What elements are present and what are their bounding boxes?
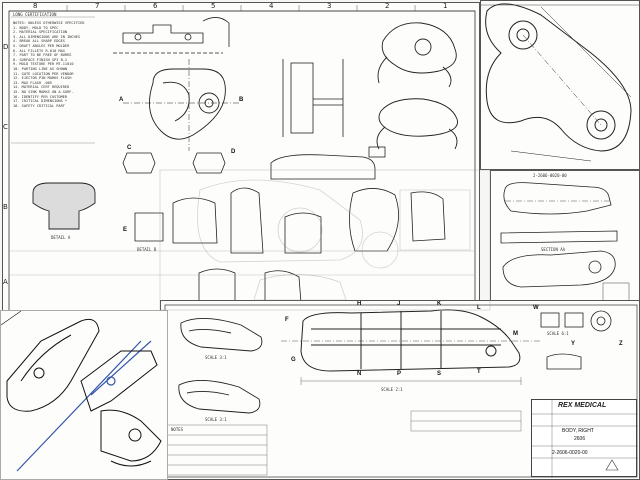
frame-row-c: C (3, 123, 8, 131)
frame-col-5: 5 (211, 2, 216, 10)
frame-row-a: A (3, 278, 8, 286)
detail-letter-n: N (357, 371, 362, 377)
drawing-number: 2-2606-0020-00 (552, 450, 588, 456)
detail-letter-w: W (533, 305, 539, 311)
detail-letter-j: J (397, 301, 401, 307)
detail-letter-g: G (291, 357, 296, 363)
drawing-title-2: 2606 (574, 436, 586, 442)
section-label-a: A (119, 97, 124, 103)
sheet-right-linework (500, 182, 630, 304)
drawing-sheet-top: 8 7 6 5 4 3 2 1 D C B A LONG CERTIFICATI… (2, 2, 480, 314)
frame-row-d: D (3, 43, 9, 51)
frame-col-1: 1 (443, 2, 448, 10)
detail-letter-z: Z (619, 341, 623, 347)
company-logo: REX MEDICAL (558, 402, 607, 409)
detail-a-label: DETAIL A (51, 235, 71, 240)
detail-letter-f: F (285, 317, 289, 323)
detail-letter-t: T (477, 369, 481, 375)
frame-col-7: 7 (95, 2, 100, 10)
detail-b-label: DETAIL B (137, 247, 157, 252)
general-notes: NOTES: UNLESS OTHERWISE SPECIFIED 1. BOD… (13, 21, 85, 108)
title-block: REX MEDICAL BODY, RIGHT 2606 2-2606-0020… (531, 399, 638, 478)
zoom-linework (481, 3, 639, 162)
detail-letter-m: M (513, 331, 518, 337)
section-label-d: D (231, 149, 236, 155)
detail-letter-h: H (357, 301, 362, 307)
notes-label: NOTES (171, 427, 184, 432)
scale-label-3: SCALE 6:1 (547, 331, 569, 336)
section-label-c: C (127, 145, 132, 151)
scale-label-1: SCALE 3:1 (205, 355, 227, 360)
detail-letter-y: Y (571, 341, 576, 347)
scale-label-4: SCALE 2:1 (381, 387, 403, 392)
detail-letter-s: S (437, 371, 442, 377)
frame-col-4: 4 (269, 2, 274, 10)
assembly-linework (1, 311, 162, 472)
notes-header: LONG CERTIFICATION (13, 12, 57, 17)
frame-col-8: 8 (33, 2, 38, 10)
drawing-sheet-zoom (480, 0, 640, 170)
section-label-e: E (123, 227, 128, 233)
title-block-grid (532, 400, 638, 478)
assembly-sheet (0, 310, 168, 480)
section-aa-label: SECTION AA (541, 247, 566, 252)
detail-letter-l: L (477, 305, 481, 311)
detail-letter-k: K (437, 301, 442, 307)
frame-col-2: 2 (385, 2, 390, 10)
frame-col-3: 3 (327, 2, 332, 10)
detail-letter-p: P (397, 371, 402, 377)
scale-label-2: SCALE 3:1 (205, 417, 227, 422)
frame-col-6: 6 (153, 2, 158, 10)
section-label-b: B (239, 97, 244, 103)
right-part-number: 2-2606-0020-00 (533, 173, 567, 178)
drawing-title-1: BODY, RIGHT (562, 428, 594, 434)
drawing-sheet-right: SECTION AA 2-2606-0020-00 (490, 170, 640, 310)
frame-row-b: B (3, 203, 8, 211)
